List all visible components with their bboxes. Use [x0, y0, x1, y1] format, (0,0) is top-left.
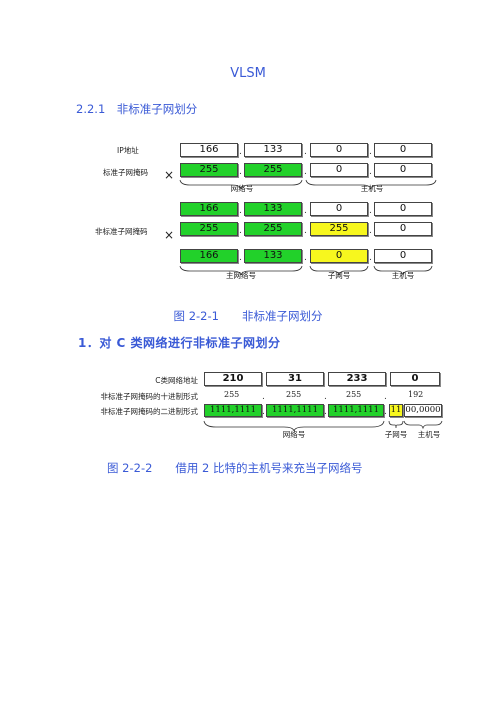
nonstd-result-octet-2: 133 [244, 249, 302, 263]
ip-octet-2: 133 [244, 143, 302, 157]
subnet-number-label: 子网号 [384, 430, 408, 439]
bin-mask-octet-1: 1111,1111 [204, 404, 262, 417]
std-mask-octet-2: 255 [244, 163, 302, 177]
dot-separator: . [239, 206, 242, 216]
dec-mask-octet-3: 255 [346, 390, 362, 399]
dot-separator: . [369, 147, 372, 157]
nonstd-result-octet-3: 0 [310, 249, 368, 263]
main-network-label: 主网络号 [226, 271, 256, 280]
dot-separator: . [304, 147, 307, 157]
host-number-label: 主机号 [417, 430, 441, 439]
nonstd-result-octet-4: 0 [374, 249, 432, 263]
dec-mask-octet-1: 255 [224, 390, 240, 399]
std-result-octet-4: 0 [374, 202, 432, 216]
dot-separator: . [262, 407, 265, 417]
ip-octet-3: 0 [310, 143, 368, 157]
dot-separator: . [239, 226, 242, 236]
c-addr-octet-3: 233 [328, 372, 386, 386]
bin-mask-subnet-bits: 11 [389, 404, 403, 417]
std-mask-octet-4: 0 [374, 163, 432, 177]
network-number-label: 网络号 [230, 184, 254, 193]
dot-separator: . [384, 407, 387, 417]
dot-separator: . [369, 253, 372, 263]
dot-separator: . [239, 167, 242, 177]
dot-separator: . [369, 167, 372, 177]
std-result-octet-3: 0 [310, 202, 368, 216]
ip-octet-1: 166 [180, 143, 238, 157]
section-heading: 2.2.1 非标准子网划分 [76, 102, 198, 116]
host-number-label: 主机号 [391, 271, 415, 280]
std-mask-octet-3: 0 [310, 163, 368, 177]
ip-octet-4: 0 [374, 143, 432, 157]
std-result-octet-1: 166 [180, 202, 238, 216]
dot-separator: . [324, 392, 327, 402]
nonstd-mask-octet-1: 255 [180, 222, 238, 236]
figure-2-caption: 图 2-2-2 借用 2 比特的主机号来充当子网络号 [107, 461, 363, 475]
nonstd-result-octet-1: 166 [180, 249, 238, 263]
bin-mask-octet-3: 1111,1111 [328, 404, 384, 417]
dot-separator: . [262, 392, 265, 402]
c-addr-octet-1: 210 [204, 372, 262, 386]
dot-separator: . [324, 407, 327, 417]
dot-separator: . [304, 253, 307, 263]
host-number-label: 主机号 [360, 184, 384, 193]
dot-separator: . [304, 226, 307, 236]
nonstd-mask-octet-2: 255 [244, 222, 302, 236]
multiply-symbol: × [164, 228, 175, 242]
dot-separator: . [304, 206, 307, 216]
std-mask-octet-1: 255 [180, 163, 238, 177]
multiply-symbol: × [164, 168, 175, 182]
ip-address-label: IP地址 [117, 146, 139, 155]
nonstd-mask-label: 非标准子网掩码 [95, 227, 148, 236]
bin-mask-host-bits: 00,0000 [404, 404, 442, 417]
dot-separator: . [369, 206, 372, 216]
std-result-octet-2: 133 [244, 202, 302, 216]
bin-mask-octet-2: 1111,1111 [266, 404, 324, 417]
dot-separator: . [384, 392, 387, 402]
decimal-mask-label: 非标准子网掩码的十进制形式 [100, 392, 199, 401]
dot-separator: . [239, 253, 242, 263]
dot-separator: . [369, 226, 372, 236]
std-mask-label: 标准子网掩码 [103, 168, 148, 177]
subnet-number-label: 子网号 [327, 271, 351, 280]
dec-mask-octet-4: 192 [408, 390, 424, 399]
binary-mask-label: 非标准子网掩码的二进制形式 [100, 407, 199, 416]
dec-mask-octet-2: 255 [286, 390, 302, 399]
c-class-address-label: C类网络地址 [155, 376, 198, 385]
network-number-label: 网络号 [282, 430, 306, 439]
section-1-heading: 1．对 C 类网络进行非标准子网划分 [78, 336, 281, 350]
c-addr-octet-4: 0 [390, 372, 440, 386]
nonstd-mask-octet-4: 0 [374, 222, 432, 236]
page-title: VLSM [230, 66, 266, 81]
dot-separator: . [304, 167, 307, 177]
dot-separator: . [239, 147, 242, 157]
nonstd-mask-octet-3: 255 [310, 222, 368, 236]
c-addr-octet-2: 31 [266, 372, 324, 386]
figure-1-caption: 图 2-2-1 非标准子网划分 [173, 309, 323, 323]
